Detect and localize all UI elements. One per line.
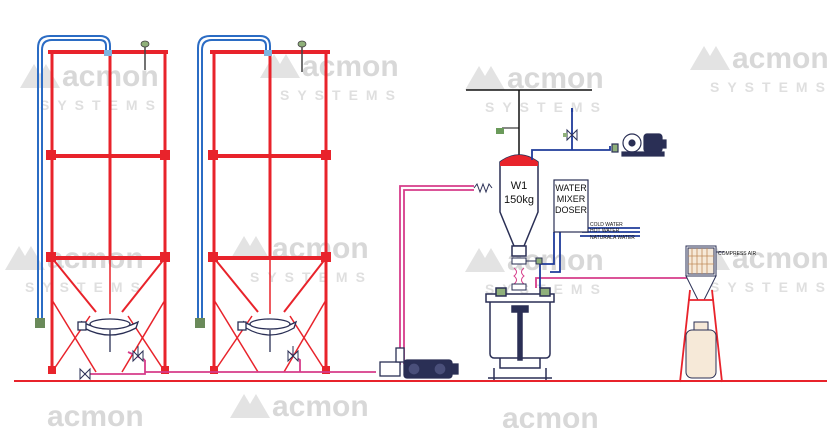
flexible-connector [473, 182, 493, 194]
water-mixer-doser: WATER MIXER DOSER [553, 179, 589, 233]
product-line [82, 185, 690, 375]
weigher-capacity: 150kg [504, 194, 534, 206]
water-line [531, 108, 640, 288]
svg-text:SYSTEMS: SYSTEMS [710, 79, 827, 95]
watermark: acmon [230, 390, 369, 423]
mixer [485, 287, 555, 380]
watermark: acmon SYSTEMS [465, 244, 604, 297]
watermark: acmon SYSTEMS [465, 62, 608, 115]
svg-text:acmon: acmon [302, 50, 399, 83]
water-input-hot: HOT WATER [590, 228, 620, 234]
svg-text:DOSER: DOSER [555, 205, 588, 215]
silo-2-discharge-screw [237, 318, 298, 352]
silo-2-level-sensor [297, 40, 307, 72]
svg-text:SYSTEMS: SYSTEMS [485, 99, 608, 115]
watermark: acmon SYSTEMS [260, 50, 403, 103]
svg-text:SYSTEMS: SYSTEMS [25, 279, 148, 295]
silo-1-level-sensor [140, 40, 150, 70]
silo-2-conveying-pipe [197, 35, 271, 320]
svg-text:SYSTEMS: SYSTEMS [710, 279, 827, 295]
weigher-discharge-valve [511, 257, 543, 291]
svg-text:acmon: acmon [732, 242, 827, 275]
watermark: acmon [47, 400, 144, 428]
watermark: acmon SYSTEMS [690, 242, 827, 295]
weigher-id: W1 [511, 180, 528, 192]
valve-icon [79, 367, 91, 381]
svg-text:acmon: acmon [732, 42, 827, 75]
dust-filter [685, 245, 724, 301]
svg-text:acmon: acmon [47, 400, 144, 428]
compress-air-label: COMPRESS AIR [718, 251, 756, 257]
watermark: acmon [502, 402, 599, 428]
big-bag [685, 321, 717, 379]
valve-icon [132, 346, 144, 363]
svg-text:SYSTEMS: SYSTEMS [280, 87, 403, 103]
silo-2 [208, 50, 331, 374]
weigher-hopper [499, 154, 539, 257]
svg-text:acmon: acmon [502, 402, 599, 428]
water-input-cold: COLD WATER [590, 222, 623, 228]
silo-1-discharge-screw [77, 318, 140, 352]
svg-text:acmon: acmon [272, 232, 369, 265]
overhead-rail [466, 89, 592, 160]
watermark: acmon SYSTEMS [690, 42, 827, 95]
silo-2-pipe-outlet [195, 50, 272, 328]
water-pump [611, 133, 667, 157]
water-valve [563, 128, 578, 142]
svg-text:SYSTEMS: SYSTEMS [250, 269, 373, 285]
svg-text:WATER: WATER [555, 183, 587, 193]
valve-icon [287, 346, 299, 363]
silo-1-conveying-pipe [37, 35, 111, 320]
weigher-level-sensor [496, 128, 504, 134]
blower-unit [379, 347, 459, 379]
watermark-group: acmon SYSTEMS acmon SYSTEMS acmon SYSTEM… [5, 42, 827, 428]
silo-1-pipe-outlet [35, 50, 112, 328]
svg-text:acmon: acmon [272, 390, 369, 423]
svg-text:MIXER: MIXER [557, 194, 586, 204]
svg-text:SYSTEMS: SYSTEMS [40, 97, 163, 113]
bag-station [679, 289, 723, 383]
water-input-natural: NATURALA WATER [590, 235, 635, 241]
